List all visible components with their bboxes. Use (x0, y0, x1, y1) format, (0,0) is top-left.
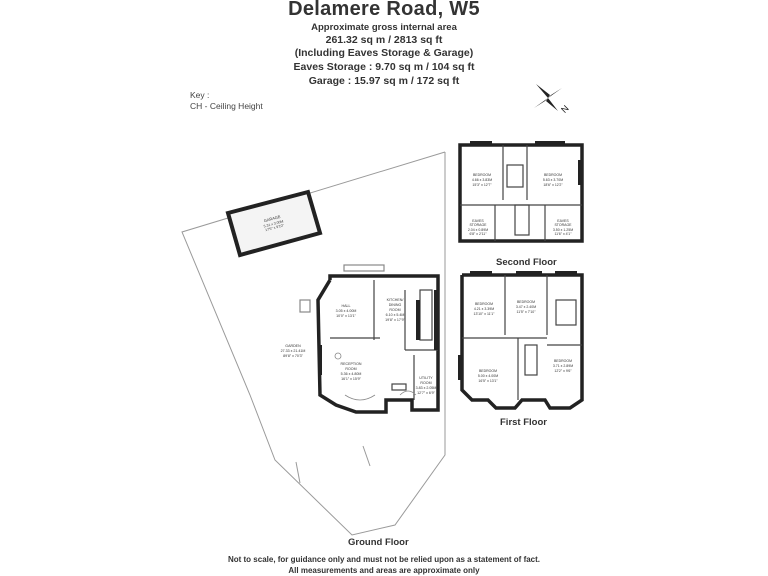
utility-size: 3.83 x 2.05M (416, 386, 437, 390)
garden-imperial: 89'8" x 70'3" (283, 354, 303, 358)
eaves-l-size: 2.04 x 0.89M (468, 228, 488, 232)
eaves-r-name-2: STORAGE (554, 223, 572, 227)
compass-rose-icon: N (534, 84, 571, 115)
area-subtitle: Approximate gross internal area (311, 22, 457, 33)
bedroom-f2-imperial: 11'5" x 7'10" (517, 310, 537, 314)
reception-name-2: ROOM (345, 367, 356, 371)
area-total: 261.32 sq m / 2813 sq ft (325, 34, 443, 46)
first-floor-plan: BEDROOM 4.21 x 3.39M 13'10" x 11'1" BEDR… (458, 271, 584, 410)
bedroom-s2-imperial: 18'6" x 12'2" (543, 183, 563, 187)
bedroom-f2-name: BEDROOM (517, 300, 535, 304)
eaves-l-name-2: STORAGE (469, 223, 487, 227)
first-floor-label: First Floor (500, 417, 547, 428)
area-garage: Garage : 15.97 sq m / 172 sq ft (308, 75, 460, 87)
eaves-l-name: EAVES (472, 219, 484, 223)
eaves-r-name: EAVES (557, 219, 569, 223)
kitchen-imperial: 19'8" x 17'9" (385, 318, 405, 322)
bedroom-s1-imperial: 15'3" x 12'7" (472, 183, 492, 187)
bedroom-f1-size: 4.21 x 3.39M (474, 307, 494, 311)
area-including-note: (Including Eaves Storage & Garage) (294, 47, 474, 59)
bedroom-f3-name: BEDROOM (479, 369, 497, 373)
kitchen-name: KITCHEN/ (387, 298, 404, 302)
ground-floor-label: Ground Floor (348, 537, 409, 548)
bedroom-s2-size: 5.63 x 3.70M (543, 178, 563, 182)
bedroom-s2-name: BEDROOM (544, 173, 562, 177)
hall-size: 3.05 x 4.00M (336, 309, 357, 313)
ground-floor-plan: HALL 3.05 x 4.00M 10'0" x 13'1" KITCHEN/… (281, 264, 440, 414)
bedroom-f2-size: 3.47 x 2.40M (516, 305, 536, 309)
utility-name-2: ROOM (420, 381, 431, 385)
second-floor-label: Second Floor (496, 257, 557, 268)
garage-imperial: 17'5" x 9'10" (265, 223, 285, 232)
hall-imperial: 10'0" x 13'1" (336, 314, 356, 318)
reception-size: 5.36 x 4.80M (341, 372, 362, 376)
garage-name: GARAGE (263, 214, 281, 223)
eaves-r-size: 3.50 x 1.25M (553, 228, 573, 232)
bedroom-f1-imperial: 13'10" x 11'1" (474, 312, 496, 316)
area-eaves: Eaves Storage : 9.70 sq m / 104 sq ft (293, 61, 475, 73)
disclaimer-line-2: All measurements and areas are approxima… (288, 566, 480, 575)
garage-size: 5.31 x 3.00M (263, 219, 284, 228)
key-item: CH - Ceiling Height (190, 101, 263, 111)
utility-name: UTILITY (419, 376, 433, 380)
bedroom-f3-size: 5.00 x 4.00M (478, 374, 498, 378)
utility-imperial: 12'7" x 6'9" (417, 391, 435, 395)
reception-name: RECEPTION (341, 362, 362, 366)
kitchen-name-2: DINING (389, 303, 402, 307)
key-title: Key : (190, 90, 210, 100)
bedroom-f4-name: BEDROOM (554, 359, 572, 363)
bedroom-s1-size: 4.66 x 3.83M (472, 178, 492, 182)
reception-imperial: 16'1" x 15'9" (341, 377, 361, 381)
hall-name: HALL (342, 304, 351, 308)
garage-plan: GARAGE 5.31 x 3.00M 17'5" x 9'10" (225, 189, 323, 258)
compass-north-label: N (559, 103, 571, 115)
garden-name: GARDEN (285, 344, 301, 348)
bedroom-f3-imperial: 16'5" x 13'1" (478, 379, 498, 383)
kitchen-size: 6.10 x 5.4M (386, 313, 405, 317)
bedroom-f4-size: 3.71 x 2.89M (553, 364, 573, 368)
bedroom-s1-name: BEDROOM (473, 173, 491, 177)
kitchen-name-3: ROOM (389, 308, 400, 312)
second-floor-plan: BEDROOM 4.66 x 3.83M 15'3" x 12'7" BEDRO… (458, 141, 584, 243)
page-title: Delamere Road, W5 (288, 0, 480, 20)
bedroom-f4-imperial: 12'2" x 9'6" (554, 369, 572, 373)
bedroom-f1-name: BEDROOM (475, 302, 493, 306)
garden-size: 27.33 x 21.41M (281, 349, 306, 353)
eaves-l-imperial: 6'8" x 2'11" (470, 232, 488, 236)
disclaimer-line-1: Not to scale, for guidance only and must… (227, 555, 541, 564)
eaves-r-imperial: 11'6" x 4'1" (555, 232, 573, 236)
garden-boundary (181, 151, 446, 536)
